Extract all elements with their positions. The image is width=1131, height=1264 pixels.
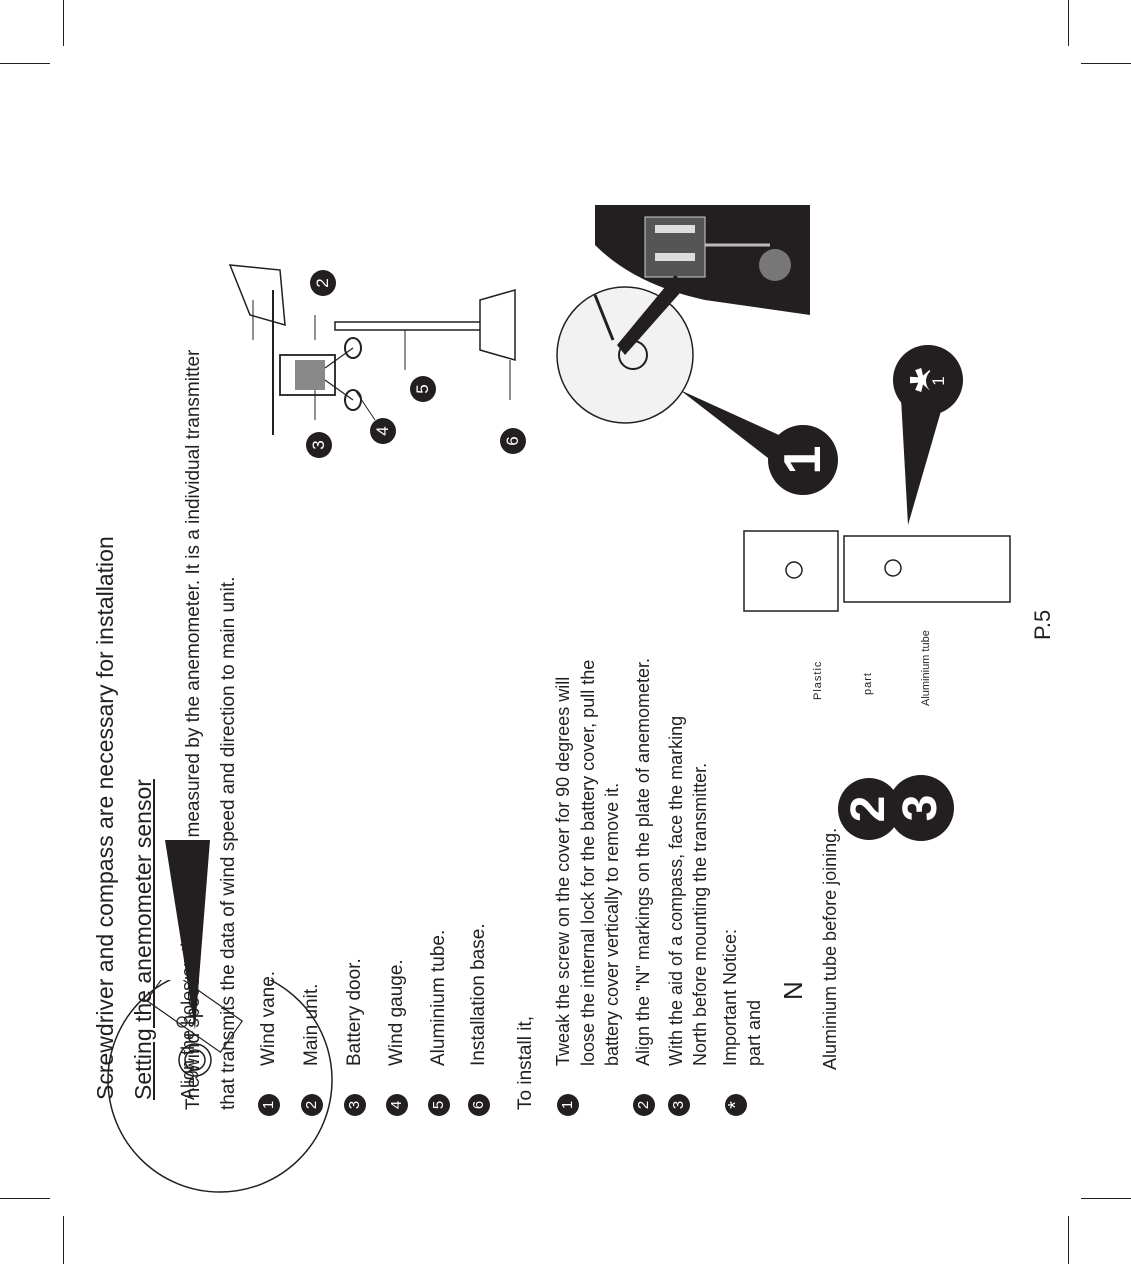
step-text: With the aid of a compass, face the mark… [666,715,686,1066]
crop-mark [1068,0,1069,46]
north-label: N [778,981,808,1000]
diagram-number-2: 2 [310,270,336,296]
notice-star-badge: * [725,1094,747,1116]
crop-mark [0,1198,50,1199]
star-callout [900,380,950,525]
callout-pointer [165,840,210,1030]
step-number-badge: 3 [668,1094,690,1116]
install-intro: To install it, [515,1016,536,1110]
page-number: P.5 [1030,609,1055,640]
step-number-badge: 2 [633,1094,655,1116]
step-text: North before mounting the transmitter. [690,762,710,1066]
step-text: Tweak the screw on the cover for 90 degr… [553,676,573,1066]
diagram-number-6: 6 [500,428,526,454]
part-label-small: part [862,672,874,695]
crop-mark [1068,1216,1069,1264]
crop-mark [0,63,50,64]
crop-mark [63,0,64,46]
notice-text: Aluminium tube before joining. [820,827,840,1070]
diagram-number-3: 3 [306,432,332,458]
step-text: battery cover vertically to remove it. [602,782,622,1066]
aluminium-tube-label: Aluminium tube [920,630,932,706]
battery-cover-closeup [556,205,810,424]
part-number-badge: 6 [468,1094,490,1116]
diagram-number-5: 5 [410,376,436,402]
crop-mark [1081,63,1131,64]
crop-mark [1081,1198,1131,1199]
callout-1-pointer [680,390,790,475]
notice-text: Important Notice: [720,928,740,1066]
tube-joint-diagram [743,530,1011,612]
step-number-badge: 1 [557,1094,579,1116]
crop-mark [63,1216,64,1264]
compass-plate-diagram [107,980,333,1193]
part-label: Installation base. [468,923,489,1066]
anemometer-diagram [228,264,516,435]
diagram-number-1: 1 [926,368,952,394]
step-text: Align the "N" markings on the plate of a… [633,658,653,1066]
plastic-label: Plastic [812,660,824,700]
callout-badge-3: 3 [888,775,954,841]
diagram-number-4: 4 [370,418,396,444]
step-text: loose the internal lock for the battery … [578,659,598,1066]
notice-text: part and [744,999,764,1066]
